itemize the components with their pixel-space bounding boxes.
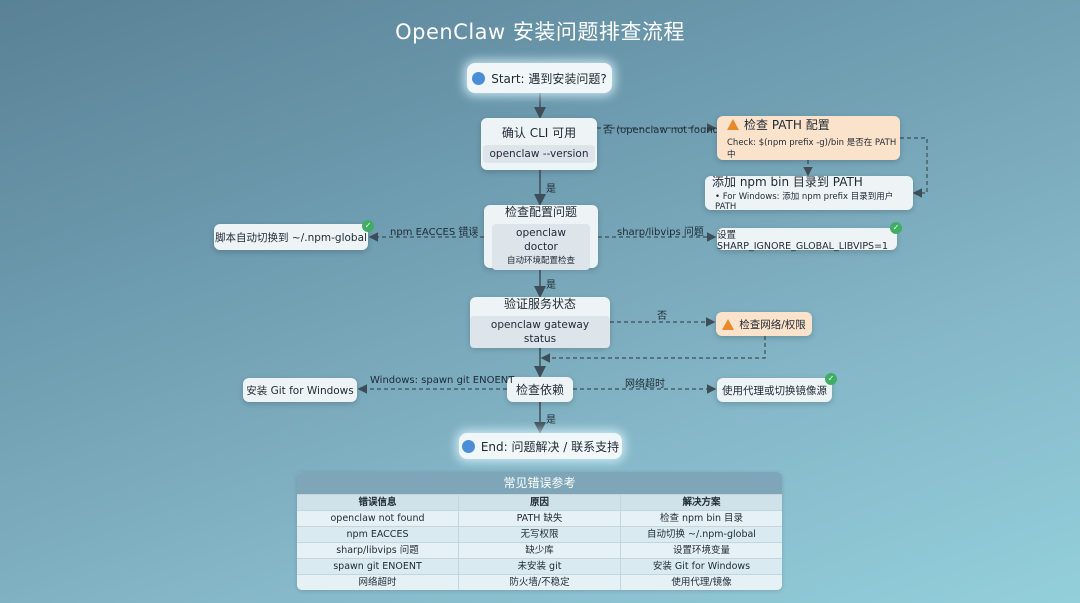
warning-icon [722, 318, 735, 330]
sharp-label: 设置 SHARP_IGNORE_GLOBAL_LIBVIPS=1 [717, 229, 889, 252]
table-cell: sharp/libvips 问题 [297, 543, 459, 559]
edge-network-return [540, 336, 766, 363]
proxy-node: 使用代理或切换镜像源 [717, 378, 832, 402]
deps-label: 检查依赖 [515, 382, 564, 397]
start-label: Start: 遇到安装问题? [491, 71, 607, 86]
edge-label-service-no: 否 [657, 311, 667, 322]
edge-label-deps-yes: 是 [546, 415, 556, 426]
table-cell: 网络超时 [297, 575, 459, 590]
table-cell: 检查 npm bin 目录 [659, 513, 744, 524]
path-check-detail: Check: $(npm prefix -g)/bin 是否在 PATH 中 [727, 137, 897, 160]
cli-node: 确认 CLI 可用 openclaw --version [481, 118, 597, 170]
npm-global-label: 脚本自动切换到 ~/.npm-global [215, 231, 367, 244]
config-command: openclaw doctor [516, 226, 566, 253]
edge-label-sharp: sharp/libvips 问题 [617, 227, 704, 238]
service-command: openclaw gateway status [470, 316, 610, 348]
warning-icon [727, 118, 739, 130]
network-check-node: 检查网络/权限 [716, 312, 812, 336]
table-cell: spawn git ENOENT [297, 559, 459, 575]
edge-label-eacces: npm EACCES 错误 [390, 227, 479, 238]
table-cell: 设置环境变量 [672, 545, 730, 556]
table-row: sharp/libvips 问题缺少库 设置环境变量 [297, 542, 782, 559]
table-cell: 自动切换 ~/.npm-global [647, 529, 756, 540]
config-subtitle: 自动环境配置检查 [506, 255, 575, 266]
table-header-row: 错误信息 原因 解决方案 [297, 494, 782, 511]
column-header: 解决方案 [682, 497, 721, 508]
column-header: 错误信息 [297, 495, 459, 511]
end-node: End: 问题解决 / 联系支持 [459, 433, 622, 459]
service-title: 验证服务状态 [503, 297, 576, 311]
npm-global-node: 脚本自动切换到 ~/.npm-global [214, 224, 368, 250]
add-path-detail: • For Windows: 添加 npm prefix 目录到用户 PATH [715, 192, 894, 212]
check-icon: ✓ [362, 220, 374, 232]
table-cell: 安装 Git for Windows [652, 561, 751, 572]
table-title: 常见错误参考 [297, 472, 782, 494]
edge-label-cli-no: 否 (openclaw not found) [603, 125, 723, 136]
network-check-label: 检查网络/权限 [739, 318, 806, 331]
start-icon [472, 71, 486, 85]
cli-command: openclaw --version [483, 145, 595, 163]
table-cell: 未安装 git [459, 559, 621, 575]
check-icon: ✓ [890, 222, 902, 234]
table-cell: 防火墙/不稳定 [459, 575, 621, 590]
table-cell: 无写权限 [459, 527, 621, 543]
end-label: End: 问题解决 / 联系支持 [480, 439, 620, 454]
edge-label-timeout: 网络超时 [625, 379, 665, 390]
table-cell: PATH 缺失 [459, 511, 621, 527]
sharp-node: 设置 SHARP_IGNORE_GLOBAL_LIBVIPS=1 [717, 228, 897, 252]
table-cell: 使用代理/镜像 [671, 577, 732, 588]
service-node: 验证服务状态 openclaw gateway status [470, 297, 610, 348]
table-cell: 缺少库 [459, 543, 621, 559]
edge-label-git: Windows: spawn git ENOENT [370, 375, 515, 386]
table-cell: npm EACCES [297, 527, 459, 543]
add-path-title: 添加 npm bin 目录到 PATH [712, 175, 863, 189]
add-path-node: 添加 npm bin 目录到 PATH • For Windows: 添加 np… [705, 175, 913, 212]
page-title: OpenClaw 安装问题排查流程 [395, 20, 685, 44]
deps-node: 检查依赖 [507, 377, 573, 402]
git-label: 安装 Git for Windows [246, 384, 354, 397]
check-circle-icon [461, 439, 475, 453]
table-cell: openclaw not found [297, 511, 459, 527]
column-header: 原因 [459, 495, 621, 511]
config-title: 检查配置问题 [504, 204, 577, 219]
cli-title: 确认 CLI 可用 [501, 126, 577, 140]
proxy-label: 使用代理或切换镜像源 [722, 384, 827, 397]
path-check-node: 检查 PATH 配置 Check: $(npm prefix -g)/bin 是… [717, 116, 900, 160]
start-node: Start: 遇到安装问题? [467, 63, 612, 93]
edge-label-config-yes: 是 [546, 280, 556, 291]
table-row: 网络超时防火墙/不稳定 使用代理/镜像 [297, 574, 782, 590]
git-node: 安装 Git for Windows [243, 378, 357, 402]
config-node: 检查配置问题 openclaw doctor 自动环境配置检查 [484, 204, 598, 270]
edge-label-cli-yes: 是 [546, 184, 556, 195]
edge-path-loop [900, 137, 928, 198]
check-icon: ✓ [825, 373, 837, 385]
path-check-title: 检查 PATH 配置 [744, 117, 830, 132]
